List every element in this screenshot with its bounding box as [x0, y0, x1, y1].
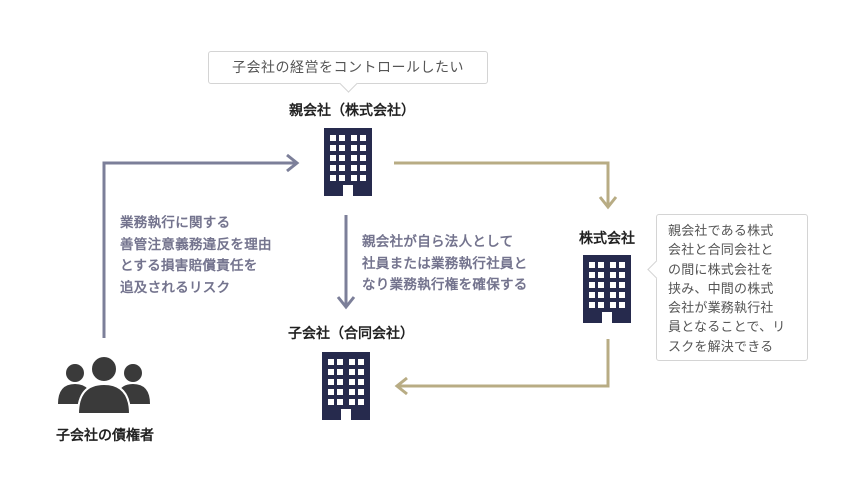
arrow-middle-to-child — [394, 339, 610, 396]
secure-authority-text: 親会社が自ら法人として 社員または業務執行社員と なり業務執行権を確保する — [362, 234, 528, 293]
arrow-parent-to-middle — [394, 161, 618, 210]
arrow-creditors-to-parent — [102, 153, 300, 338]
building-icon — [324, 128, 372, 196]
creditors-label: 子会社の債権者 — [56, 428, 154, 444]
building-icon — [583, 255, 631, 323]
speech-bubble-goal-text: 子会社の経営をコントロールしたい — [232, 60, 464, 76]
liability-risk-text: 業務執行に関する 善管注意義務違反を理由 とする損害賠償責任を 追及されるリスク — [120, 215, 272, 296]
building-icon — [322, 352, 370, 420]
arrow-parent-to-child — [336, 215, 356, 310]
parent-company-label: 親会社（株式会社） — [289, 103, 415, 119]
speech-bubble-goal: 子会社の経営をコントロールしたい — [208, 51, 488, 84]
child-company-label: 子会社（合同会社） — [288, 326, 414, 342]
middle-company-label: 株式会社 — [579, 231, 635, 247]
speech-bubble-solution: 親会社である株式 会社と合同会社と の間に株式会社を 挟み、中間の株式 会社が業… — [656, 214, 808, 361]
people-icon — [58, 355, 150, 415]
